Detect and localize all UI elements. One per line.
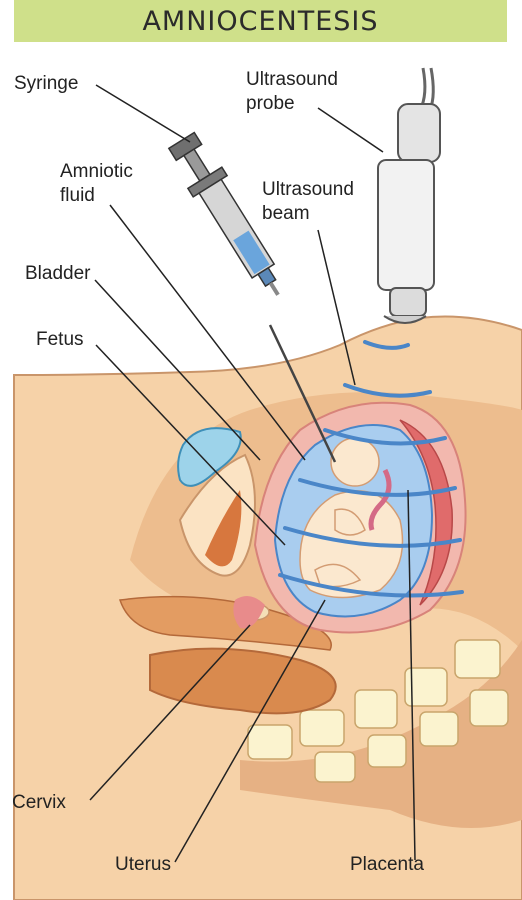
ultrasound-beam-arcs xyxy=(278,340,464,598)
label-bladder: Bladder xyxy=(25,263,91,284)
label-cervix: Cervix xyxy=(12,792,66,813)
cervix-tissue xyxy=(233,596,265,629)
bowel xyxy=(149,647,337,715)
label-fetus: Fetus xyxy=(36,329,84,350)
label-syringe: Syringe xyxy=(14,73,79,94)
vaginal-canal xyxy=(205,490,242,567)
diagram-title: AMNIOCENTESIS xyxy=(142,5,379,37)
label-ultrasound-beam: Ultrasound beam xyxy=(262,179,354,224)
label-ultrasound-probe: Ultrasound probe xyxy=(246,69,338,114)
pubic-structure xyxy=(178,453,256,577)
label-amniotic-fluid: Amniotic fluid xyxy=(60,161,133,206)
vertebrae xyxy=(247,639,509,783)
leader-lines xyxy=(89,84,416,863)
placenta xyxy=(399,419,453,606)
label-uterus: Uterus xyxy=(115,854,171,875)
pelvic-floor xyxy=(118,595,332,651)
label-placenta: Placenta xyxy=(350,854,424,875)
title-banner: AMNIOCENTESIS xyxy=(14,0,507,42)
umbilical-cord xyxy=(368,468,392,531)
syringe-needle xyxy=(268,324,337,463)
ultrasound-probe xyxy=(377,67,441,324)
spine-region xyxy=(240,640,522,828)
syringe xyxy=(167,131,280,296)
